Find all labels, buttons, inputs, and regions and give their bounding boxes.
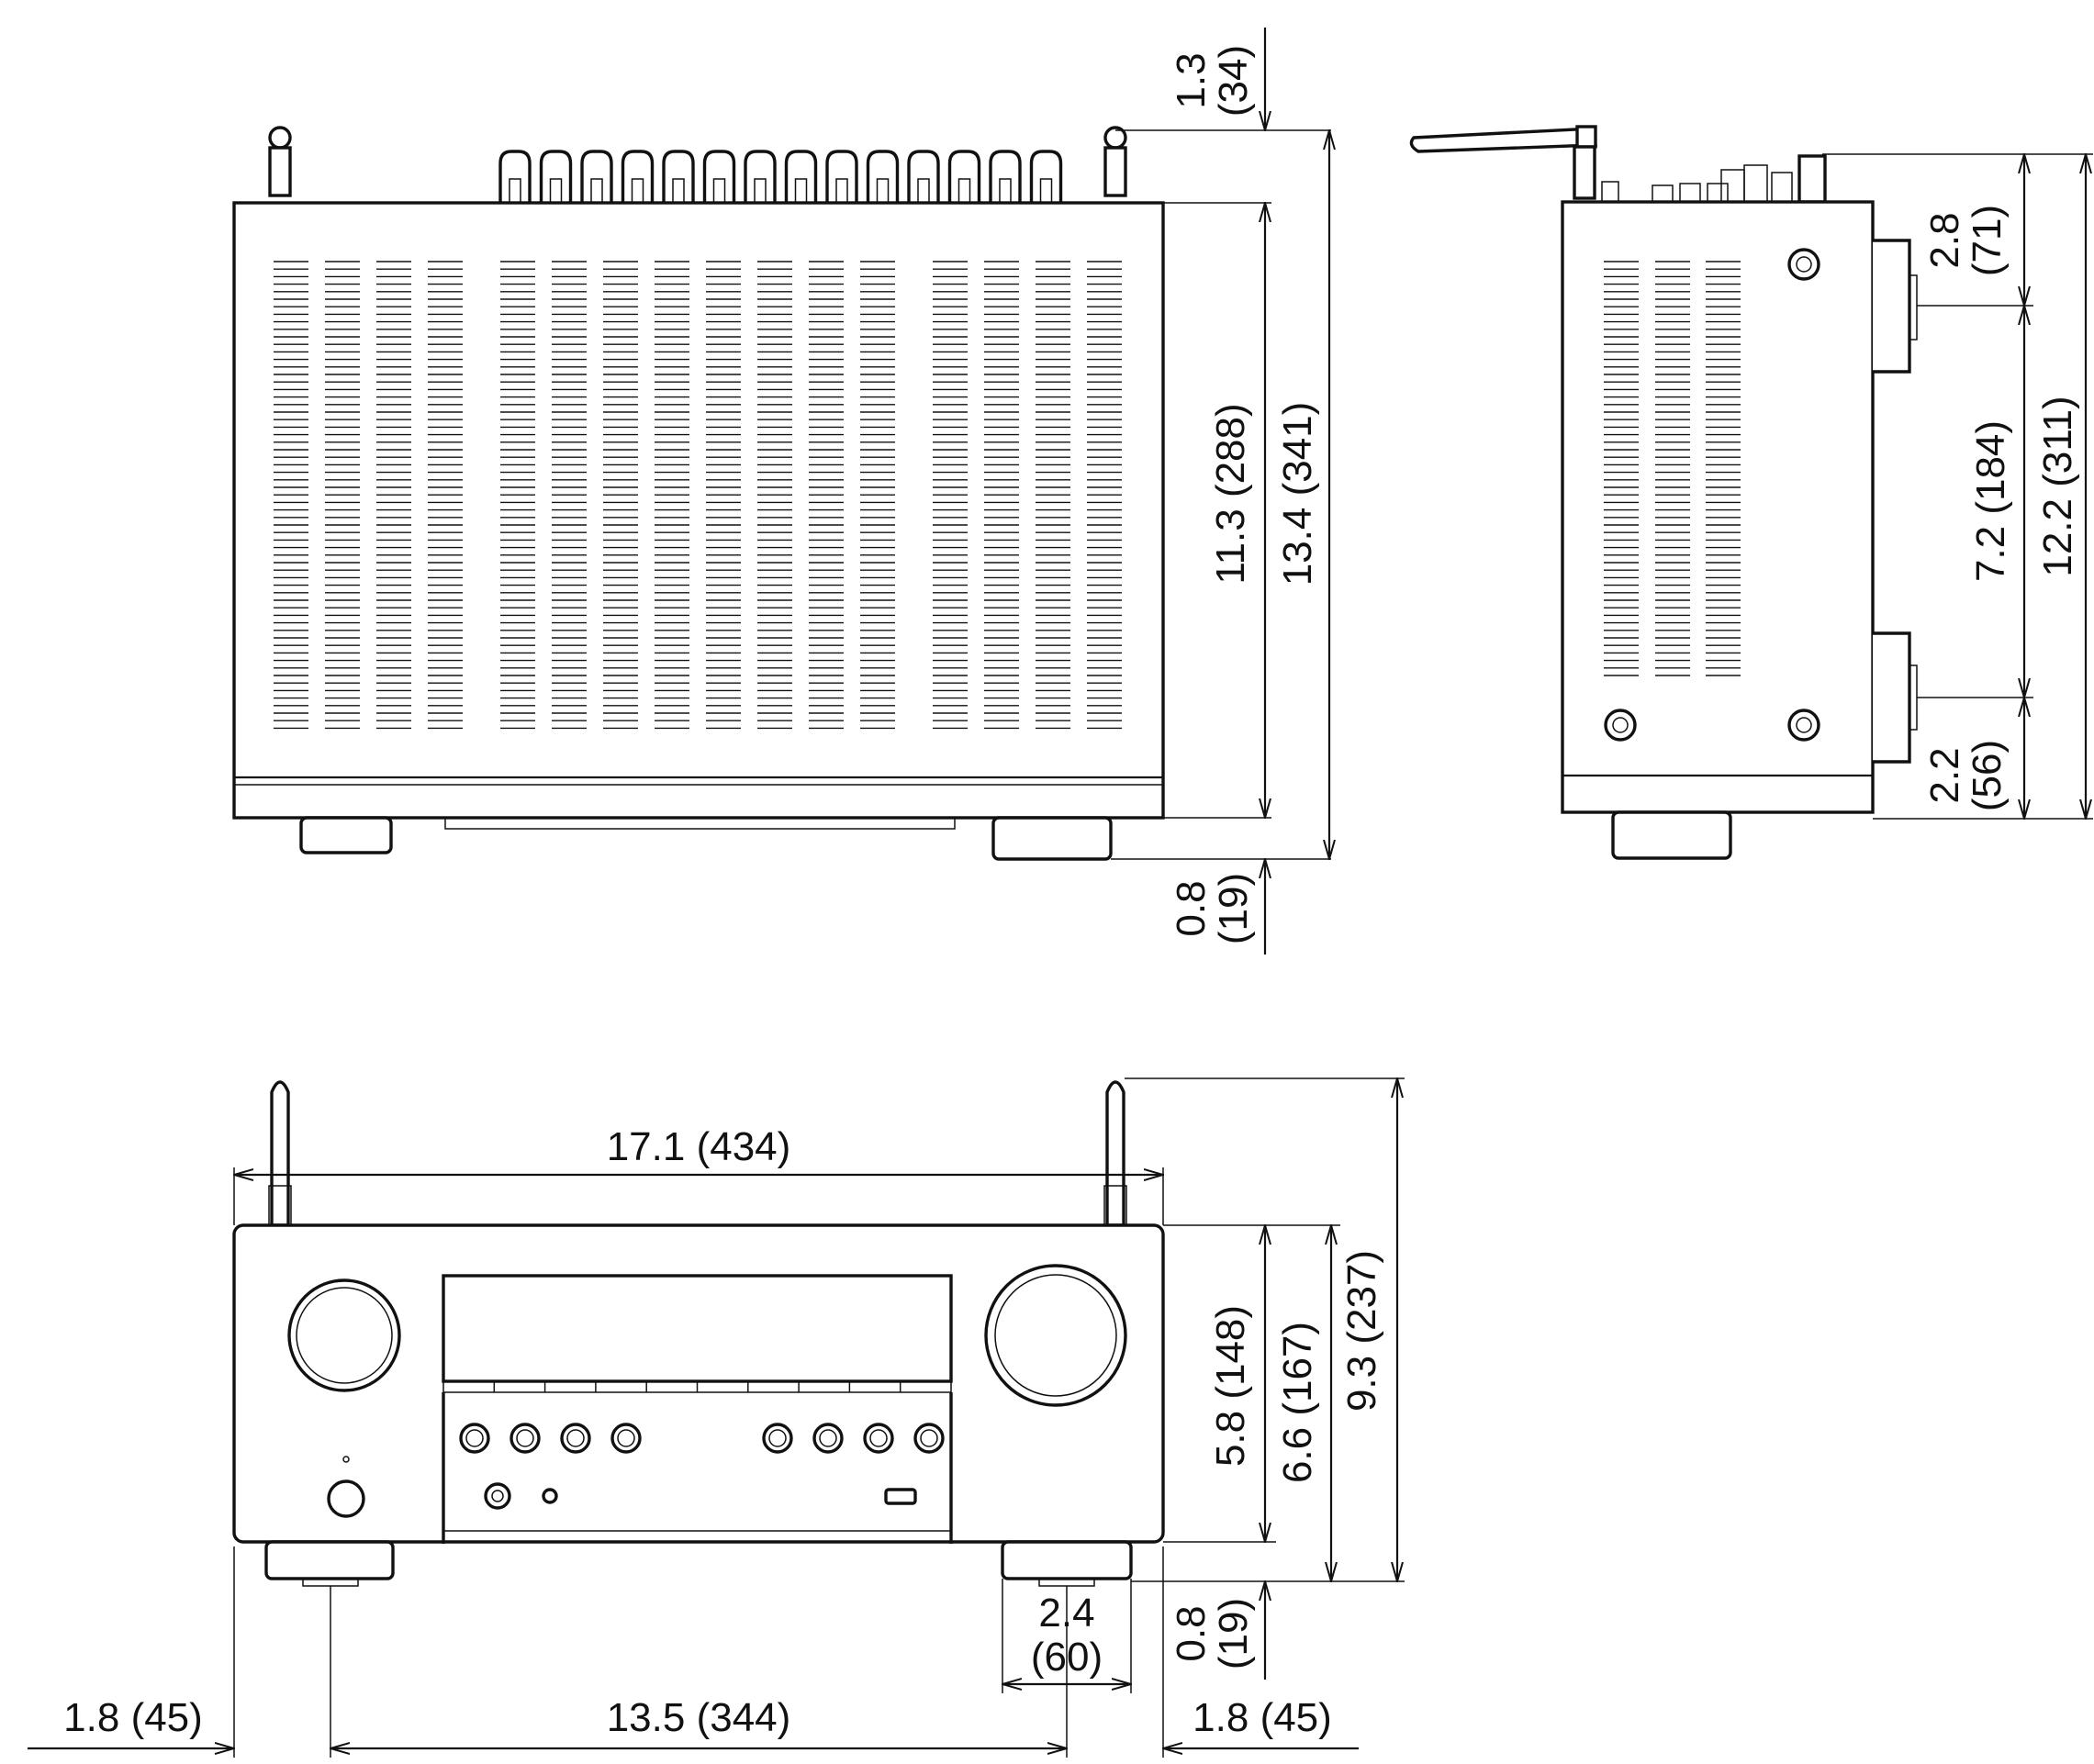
dim-side-total: 12.2 (311) <box>2035 396 2080 576</box>
headphone-jack-icon <box>484 1482 511 1510</box>
dim-side-upper: 2.8(71) <box>1922 205 2010 276</box>
usb-port-icon <box>884 1488 917 1505</box>
power-button-icon <box>327 1479 365 1518</box>
top-view-left-antenna-icon <box>268 126 292 197</box>
rear-terminals <box>498 150 1063 204</box>
side-view-terminals <box>1601 154 1827 204</box>
side-view-foot <box>1611 810 1732 860</box>
dim-right-offset: 1.8 (45) <box>1193 1695 1332 1740</box>
mic-jack-icon <box>542 1488 558 1504</box>
top-view-right-antenna-icon <box>1103 126 1127 197</box>
dim-front-height-antenna: 9.3 (237) <box>1339 1250 1384 1412</box>
side-screw-icon <box>1604 248 1820 742</box>
dim-foot-spacing: 13.5 (344) <box>607 1695 791 1740</box>
dim-side-lower: 2.2(56) <box>1922 740 2010 811</box>
front-view: 17.1 (434) 5.8 (148) 6.6 (167) 9.3 (237)… <box>28 1078 1405 1758</box>
side-vents <box>1604 261 1741 676</box>
dim-body-depth: 11.3 (288) <box>1208 403 1253 584</box>
front-display <box>442 1274 953 1383</box>
top-view-right-foot <box>991 816 1113 861</box>
top-view-chassis <box>232 201 1165 820</box>
dim-front-body-height: 5.8 (148) <box>1208 1305 1253 1467</box>
top-view: 1.3(34) 11.3 (288) 13.4 (341) 0.8(19) <box>232 28 1331 955</box>
dim-left-offset: 1.8 (45) <box>63 1695 203 1740</box>
dim-antenna-height: 1.3(34) <box>1169 45 1256 117</box>
front-source-tabs <box>493 1381 901 1392</box>
front-view-right-antenna-icon <box>1103 1080 1127 1227</box>
front-view-left-antenna-icon <box>268 1080 292 1227</box>
dim-front-width: 17.1 (434) <box>607 1124 791 1169</box>
side-view: 2.8(71) 7.2 (184) 2.2(56) 12.2 (311) <box>1409 125 2093 860</box>
top-vents <box>274 261 1122 730</box>
front-view-right-foot <box>1001 1540 1133 1580</box>
input-selector-knob-icon <box>287 1278 401 1392</box>
side-view-antenna-icon <box>1409 125 1597 200</box>
dim-total-depth: 13.4 (341) <box>1275 402 1320 586</box>
front-view-left-foot <box>264 1540 395 1580</box>
dim-front-foot-height: 0.8(19) <box>1169 1598 1256 1669</box>
power-indicator-icon <box>342 1456 350 1463</box>
front-buttons <box>459 1423 945 1454</box>
front-strip <box>444 817 956 830</box>
dim-front-height-feet: 6.6 (167) <box>1275 1322 1320 1483</box>
dim-side-middle: 7.2 (184) <box>1968 420 2013 582</box>
top-view-left-foot <box>299 816 393 854</box>
volume-knob-icon <box>984 1264 1127 1407</box>
dim-top-foot: 0.8(19) <box>1169 873 1256 944</box>
